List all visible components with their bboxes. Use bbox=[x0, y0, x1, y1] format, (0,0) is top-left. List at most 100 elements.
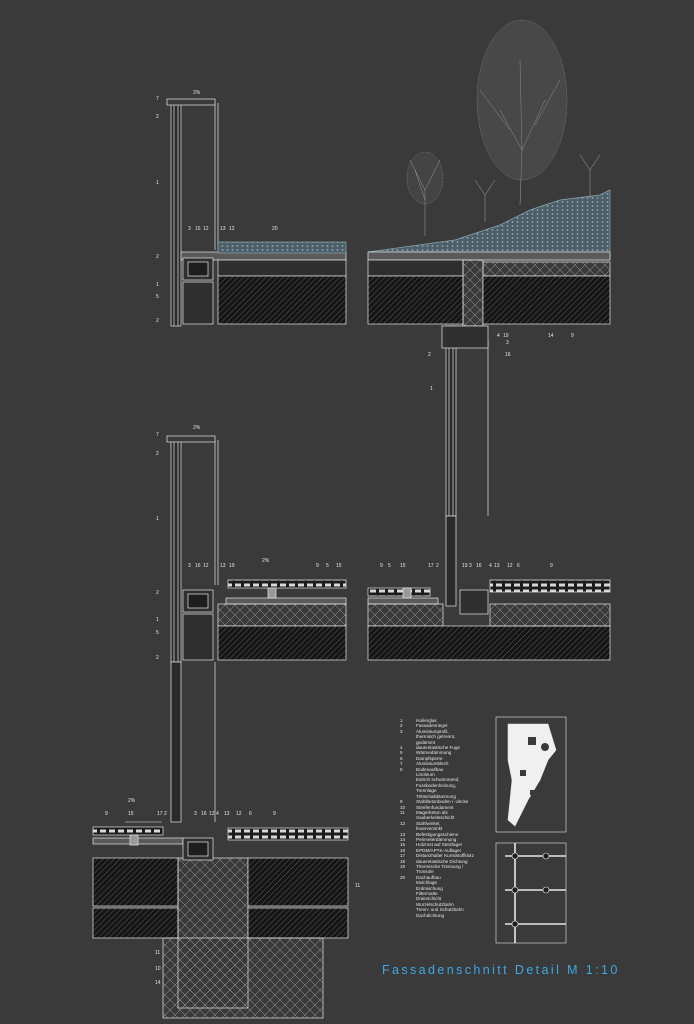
label-slope-terrace: 2% bbox=[262, 558, 270, 564]
legend-item: 7 Aluminiumblech bbox=[400, 761, 496, 766]
label-16-right: 16 bbox=[505, 352, 511, 358]
legend-item-text: Streifenfundament bbox=[416, 804, 454, 810]
legend-item: 3 Aluminiumprofil, thermisch getrennt, ge… bbox=[400, 729, 496, 745]
label-slope-mid: 2% bbox=[193, 425, 201, 431]
label-14-bottom: 14 bbox=[155, 980, 161, 986]
label-5-mid-a: 5 bbox=[326, 563, 329, 569]
label-7-top: 7 bbox=[156, 96, 159, 102]
label-12b-bottom: 12 bbox=[236, 811, 242, 817]
label-2-top: 2 bbox=[156, 114, 159, 120]
label-10-bottom: 10 bbox=[155, 966, 161, 972]
legend-item-number: 13 bbox=[400, 831, 406, 837]
label-2b-mid: 2 bbox=[156, 590, 159, 596]
label-15-mid-b: 15 bbox=[400, 563, 406, 569]
label-9b-bottom: 9 bbox=[273, 811, 276, 817]
label-3-bottom: 3 bbox=[194, 811, 197, 817]
label-12b-top: 12 bbox=[229, 226, 235, 232]
legend-item: 5 Wärmedämmung bbox=[400, 750, 496, 755]
legend-item-text: Wärmedämmung bbox=[416, 750, 452, 756]
label-2c-mid: 2 bbox=[156, 655, 159, 661]
label-6-mid-b: 6 bbox=[517, 563, 520, 569]
label-16-mid-b: 16 bbox=[476, 563, 482, 569]
legend-item-number: 20 bbox=[400, 874, 406, 880]
label-9-bottom: 9 bbox=[105, 811, 108, 817]
label-17-mid-b: 17 bbox=[428, 563, 434, 569]
legend-item-number: 15 bbox=[400, 842, 406, 848]
detail-middle bbox=[166, 435, 611, 823]
legend-diagram-shape bbox=[495, 716, 567, 833]
label-2c-top: 2 bbox=[156, 318, 159, 324]
label-11-bottom-a: 11 bbox=[355, 883, 361, 889]
legend-item-number: 18 bbox=[400, 858, 406, 864]
legend-item-number: 8 bbox=[400, 766, 403, 772]
label-16-mid: 16 bbox=[195, 563, 201, 569]
label-3-right: 3 bbox=[506, 340, 509, 346]
label-9-mid-b: 9 bbox=[380, 563, 383, 569]
label-3-mid: 3 bbox=[188, 563, 191, 569]
label-17-bottom: 17 bbox=[157, 811, 163, 817]
legend-item: 1 Isolierglas bbox=[400, 718, 496, 723]
legend-item: 16 EPDM/APTK-Auflager bbox=[400, 848, 496, 853]
label-2-mid-b: 2 bbox=[436, 563, 439, 569]
label-13-bottom: 13 bbox=[224, 811, 230, 817]
legend-diagram-grid bbox=[495, 842, 567, 944]
legend-item-number: 9 bbox=[400, 799, 403, 805]
legend-item: 20 Dachaufbau Mulchlage Erdmischung Filte… bbox=[400, 875, 496, 918]
label-13-top: 13 bbox=[220, 226, 226, 232]
legend-item-text: Isolierglas bbox=[416, 718, 437, 723]
legend-item-text: Aluminiumprofil, thermisch getrennt, ged… bbox=[416, 728, 456, 745]
legend-item-text: Thermische Trennung / Tronsole bbox=[416, 863, 464, 875]
label-2-mid: 2 bbox=[156, 451, 159, 457]
legend-item-number: 3 bbox=[400, 728, 403, 734]
legend-item-text: Distanzhalter Kunststoffklotz bbox=[416, 853, 474, 859]
legend-item-text: dauerelastische Dichtung bbox=[416, 858, 468, 864]
legend-item-text: Dachaufbau Mulchlage Erdmischung Filterm… bbox=[416, 874, 464, 918]
legend-item-text: Befestigungsschiene bbox=[416, 831, 459, 837]
legend-item: 13 Befestigungsschiene bbox=[400, 832, 496, 837]
label-9-mid-c: 9 bbox=[550, 563, 553, 569]
legend-item-text: EPDM/APTK-Auflager bbox=[416, 847, 462, 853]
legend-item-number: 12 bbox=[400, 820, 406, 826]
label-19-mid: 19 bbox=[229, 563, 235, 569]
legend-item: 9 Stahlbetonboden / -decke bbox=[400, 799, 496, 804]
label-12-mid-b: 12 bbox=[507, 563, 513, 569]
legend-item-number: 17 bbox=[400, 853, 406, 859]
label-19-right: 19 bbox=[503, 333, 509, 339]
label-14-right: 14 bbox=[548, 333, 554, 339]
label-3-top: 3 bbox=[188, 226, 191, 232]
legend-item-number: 11 bbox=[400, 809, 405, 815]
label-13-mid: 13 bbox=[220, 563, 226, 569]
legend-item-number: 1 bbox=[400, 718, 403, 723]
legend-item-number: 7 bbox=[400, 761, 403, 767]
label-4-bottom: 4 bbox=[216, 811, 219, 817]
label-6-bottom: 6 bbox=[249, 811, 252, 817]
tree-illustration bbox=[406, 19, 601, 236]
legend-item-number: 4 bbox=[400, 745, 403, 751]
label-16-top: 16 bbox=[195, 226, 201, 232]
label-1-top: 1 bbox=[156, 180, 159, 186]
detail-top bbox=[166, 98, 611, 517]
legend-item-text: Aluminiumblech bbox=[416, 761, 449, 767]
legend-item-text: Stahlbetonboden / -decke bbox=[416, 799, 469, 805]
label-15-mid: 15 bbox=[336, 563, 342, 569]
legend-item-number: 16 bbox=[400, 847, 406, 853]
label-5-mid-b: 5 bbox=[388, 563, 391, 569]
label-4-right: 4 bbox=[497, 333, 500, 339]
legend-item-text: Dampfsperre bbox=[416, 755, 443, 761]
label-13-mid-b: 13 bbox=[494, 563, 500, 569]
label-5-mid: 5 bbox=[156, 630, 159, 636]
label-15-bottom: 15 bbox=[128, 811, 134, 817]
legend-item: 17 Distanzhalter Kunststoffklotz bbox=[400, 853, 496, 858]
label-4-mid-b: 4 bbox=[489, 563, 492, 569]
legend-item-number: 5 bbox=[400, 750, 403, 756]
